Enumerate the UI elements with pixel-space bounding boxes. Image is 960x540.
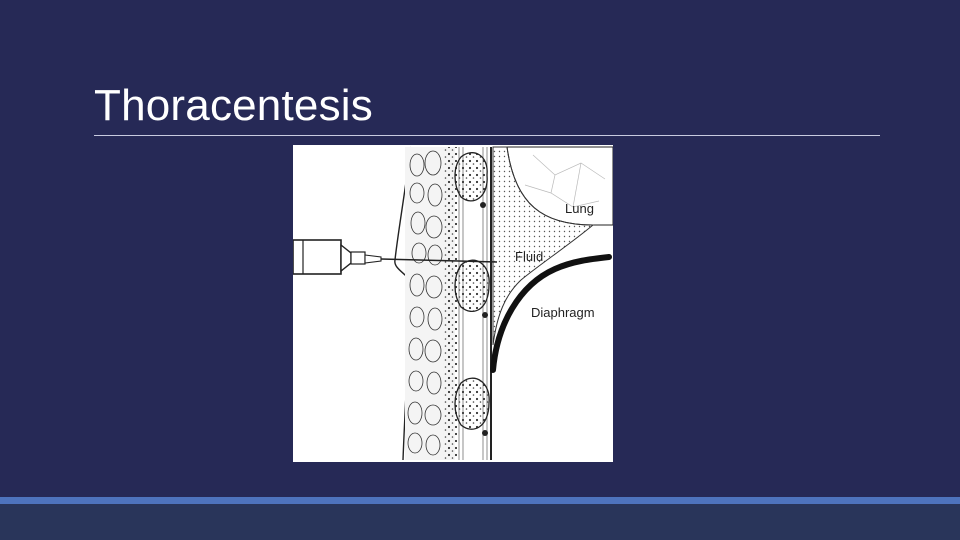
diaphragm-curve xyxy=(490,254,612,373)
title-underline xyxy=(94,135,880,136)
syringe xyxy=(293,239,498,275)
slide-title: Thoracentesis xyxy=(94,81,373,130)
subcutaneous-tissue xyxy=(394,146,457,461)
label-lung: Lung xyxy=(565,201,594,216)
thoracentesis-diagram: Lung Fluid Diaphragm xyxy=(293,145,613,462)
footer-bar xyxy=(0,504,960,540)
rib-layer xyxy=(454,147,490,460)
footer-accent-stripe xyxy=(0,497,960,504)
label-fluid: Fluid xyxy=(515,249,543,264)
label-diaphragm: Diaphragm xyxy=(531,305,595,320)
pleural-fluid xyxy=(492,146,595,346)
